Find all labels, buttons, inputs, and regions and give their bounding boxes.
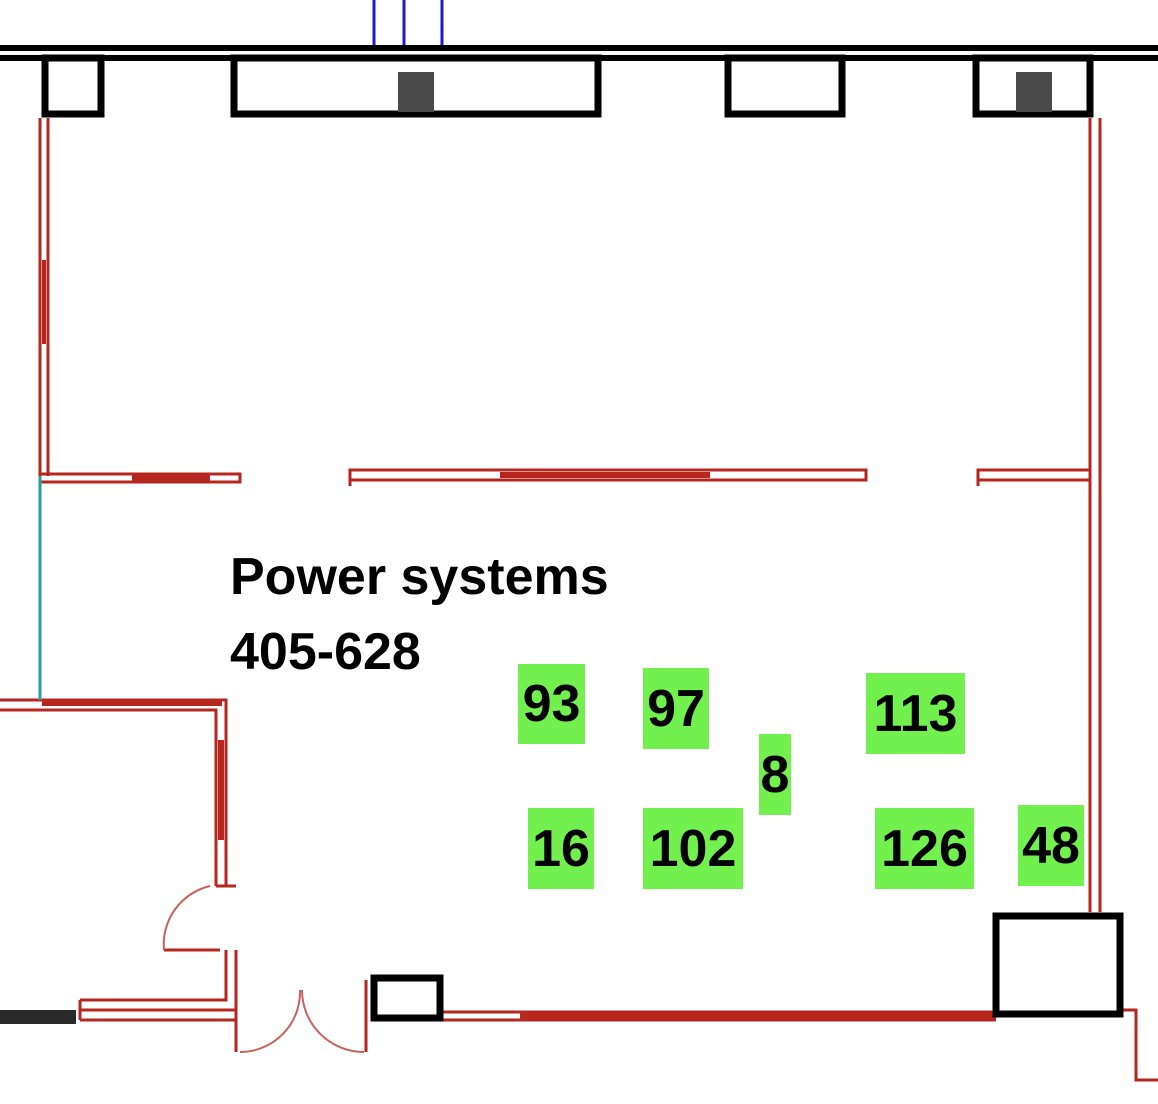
count-marker: 113 — [866, 673, 965, 754]
room-number: 405-628 — [230, 623, 421, 682]
wall-stub — [0, 1010, 76, 1024]
count-marker: 102 — [643, 808, 743, 889]
count-marker: 126 — [875, 808, 974, 889]
count-marker: 48 — [1018, 805, 1084, 886]
count-marker: 8 — [759, 734, 791, 815]
count-marker: 97 — [643, 668, 709, 749]
interior-walls — [0, 118, 1158, 1082]
interior-wall-fills — [42, 260, 996, 1019]
floor-fixtures — [370, 912, 1124, 1022]
count-marker: 16 — [528, 808, 594, 889]
window-glazing — [372, 0, 444, 48]
count-marker: 93 — [518, 664, 585, 744]
wall-pilasters — [41, 54, 1094, 118]
structural-columns — [398, 72, 1052, 112]
room-name: Power systems — [230, 548, 609, 606]
door-swings — [162, 885, 365, 1053]
room-label: Power systems 405-628 — [230, 540, 609, 691]
